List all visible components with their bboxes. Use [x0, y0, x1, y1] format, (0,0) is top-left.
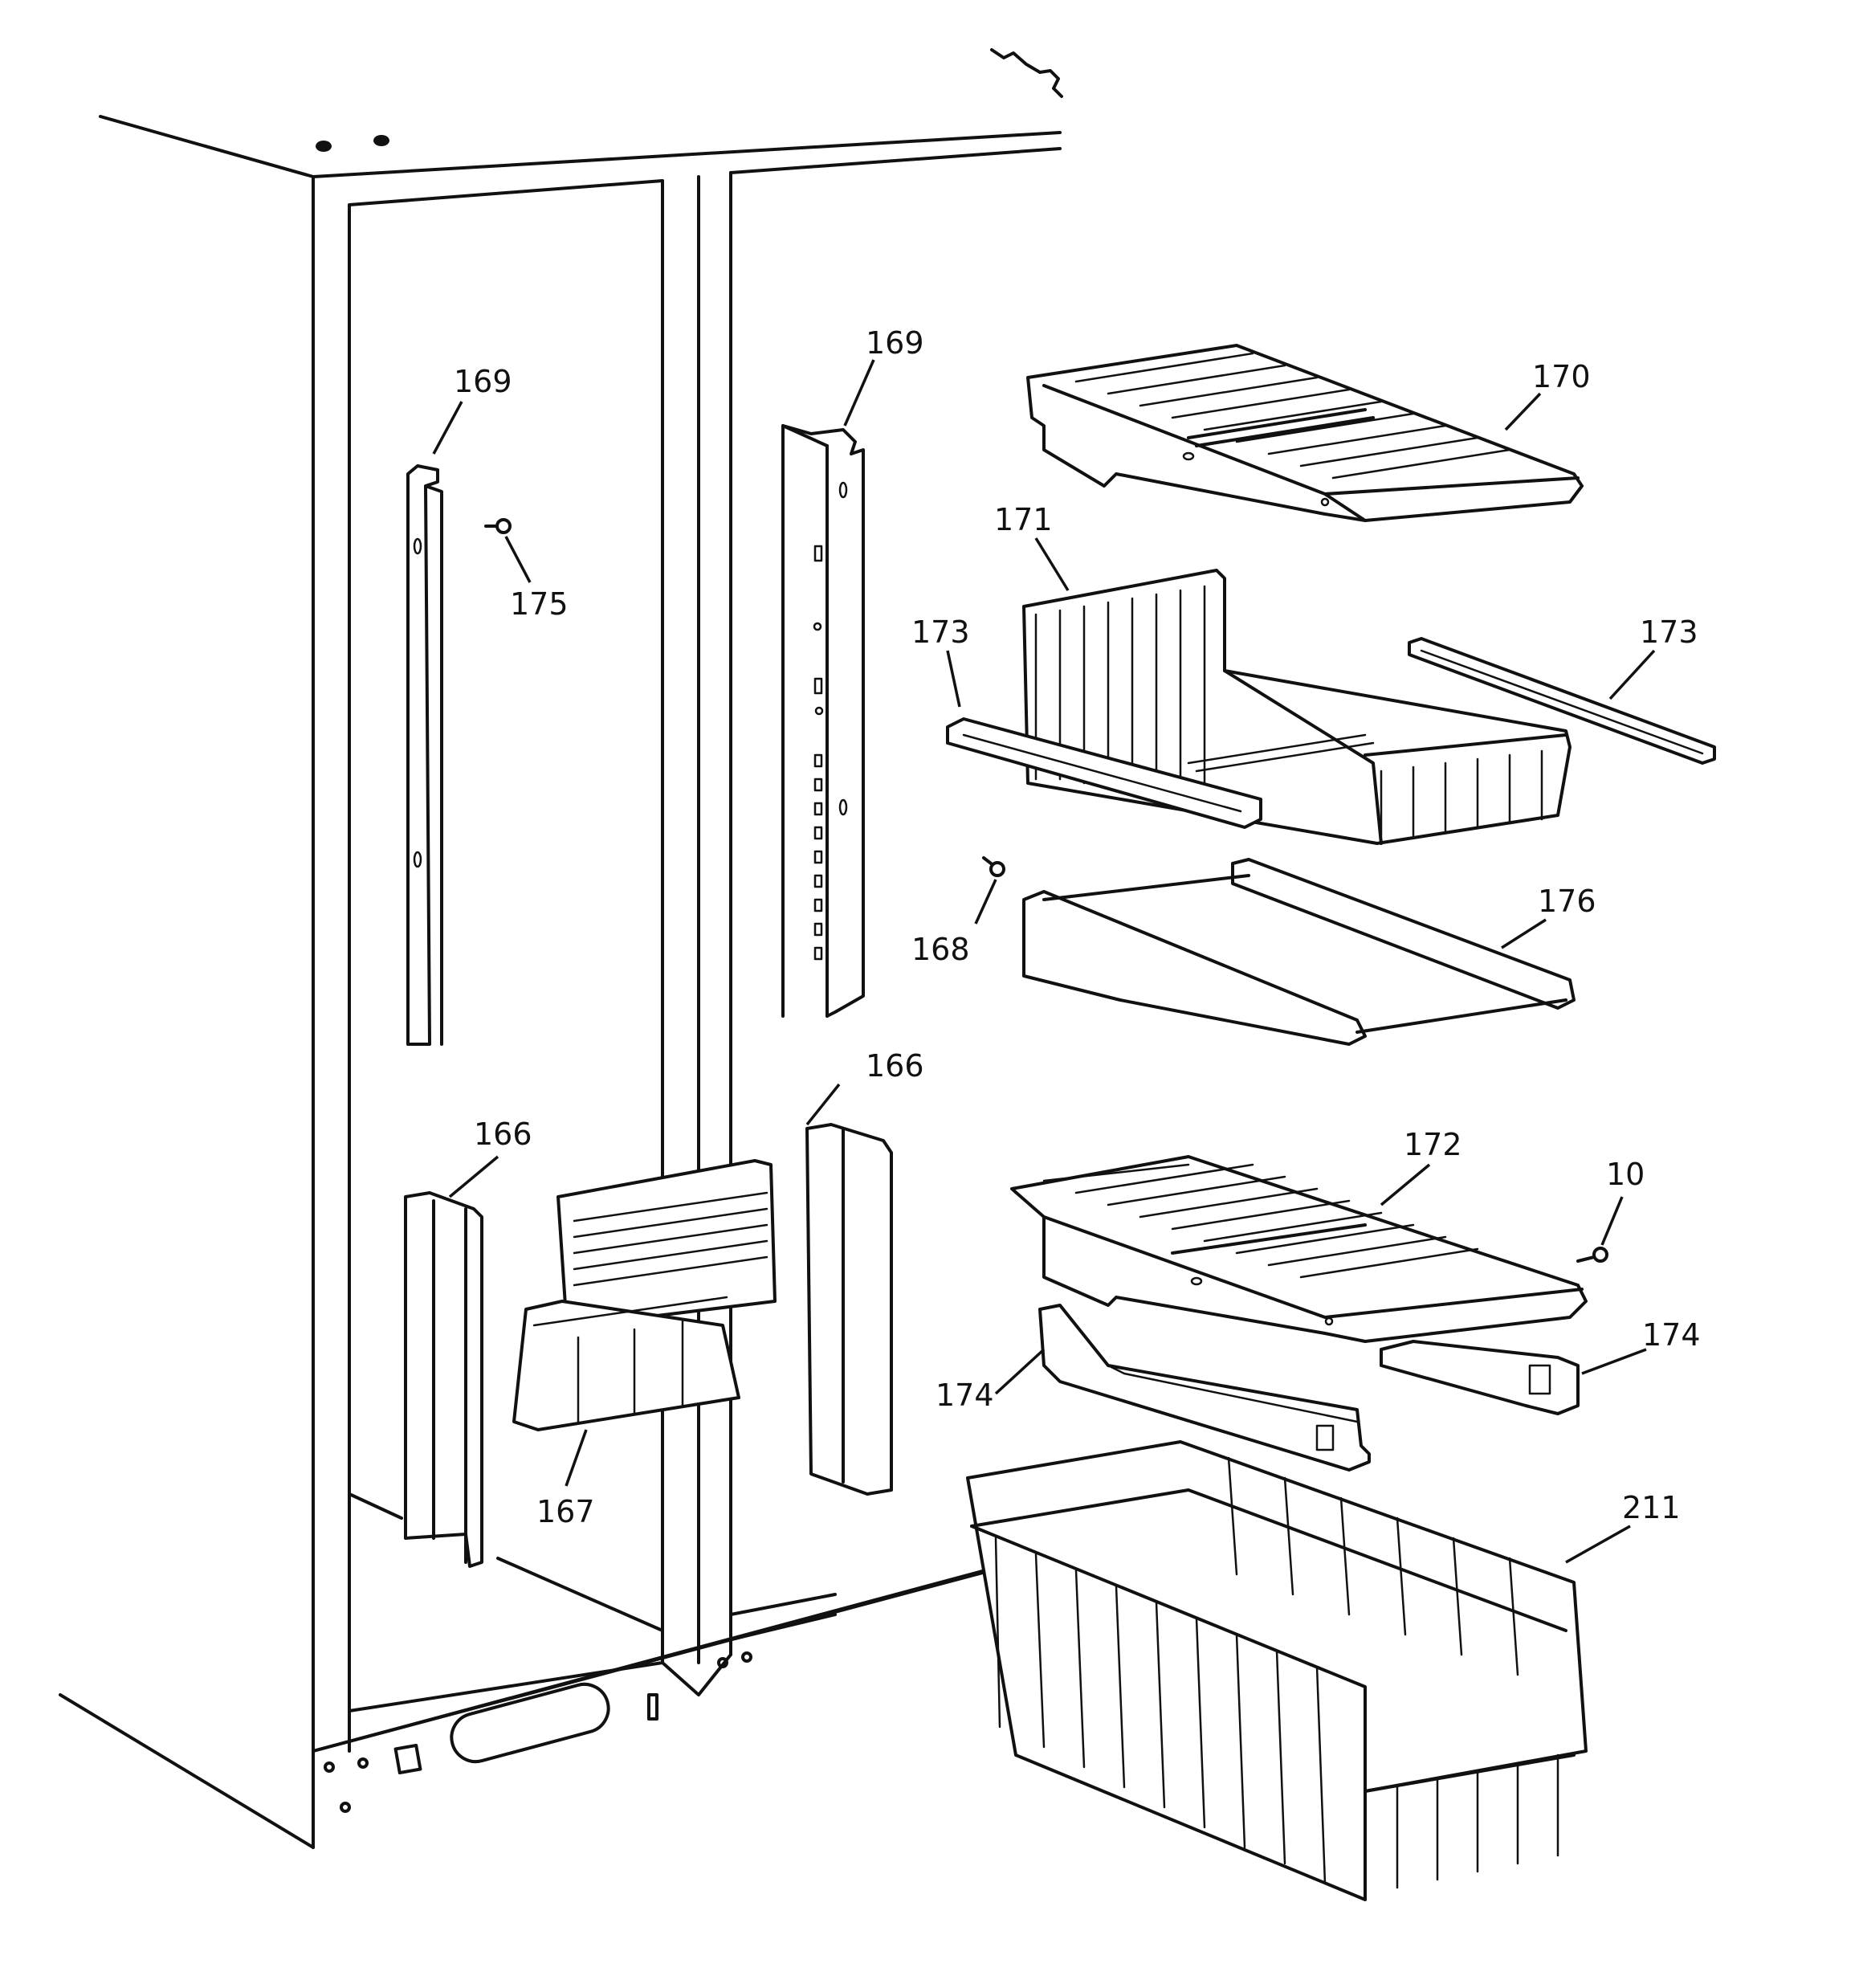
- part-166-left-duct-cover: [404, 1191, 483, 1568]
- callout-166-right: 166: [866, 1048, 924, 1084]
- callout-174-right: 174: [1642, 1317, 1701, 1353]
- part-173-right-slide-rail: [1408, 637, 1716, 765]
- callout-167: 167: [536, 1494, 595, 1529]
- part-170-wire-shelf: [1026, 344, 1584, 522]
- part-10-screw: [1576, 1247, 1608, 1263]
- part-167-vent-grille: [512, 1159, 777, 1431]
- part-169-left-shelf-support: [406, 464, 443, 1046]
- callout-10: 10: [1606, 1157, 1645, 1192]
- callout-173-right: 173: [1640, 614, 1698, 650]
- part-176-shelf-frame: [1022, 858, 1576, 1046]
- callout-166-left: 166: [474, 1116, 532, 1152]
- callout-169-left: 169: [454, 364, 512, 399]
- callout-170: 170: [1532, 359, 1591, 394]
- leader-lines: [432, 359, 1656, 1564]
- callout-168: 168: [911, 932, 970, 967]
- part-174-right-drawer-slide: [1380, 1340, 1580, 1415]
- part-211-freezer-basket: [966, 1440, 1588, 1901]
- callout-174-left: 174: [936, 1378, 994, 1413]
- part-168-screw: [982, 856, 1005, 877]
- cabinet: [59, 48, 1063, 1849]
- callout-173-left: 173: [911, 614, 970, 650]
- callout-171: 171: [994, 502, 1053, 537]
- callout-169-right: 169: [866, 325, 924, 361]
- callout-176: 176: [1538, 884, 1596, 919]
- callout-211: 211: [1622, 1490, 1681, 1525]
- part-166-right-duct-cover: [805, 1123, 893, 1496]
- part-173-left-slide-rail: [946, 717, 1262, 829]
- part-172-wire-shelf: [1010, 1155, 1588, 1343]
- callout-172: 172: [1404, 1127, 1462, 1162]
- callout-labels: 169 175 169 170 171 173 173 168 176 166 …: [454, 325, 1701, 1529]
- part-171-wire-basket: [1022, 569, 1572, 845]
- part-169-right-shelf-support: [781, 424, 865, 1018]
- part-175-screw: [484, 518, 512, 534]
- part-174-left-drawer-slide: [1038, 1304, 1371, 1472]
- callout-175: 175: [510, 586, 569, 622]
